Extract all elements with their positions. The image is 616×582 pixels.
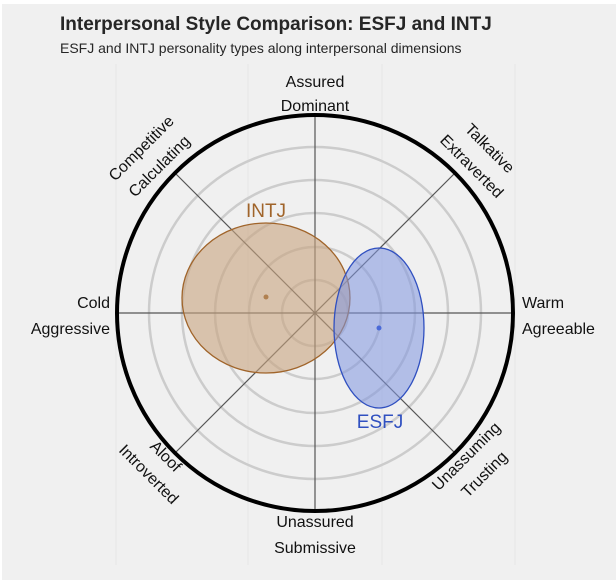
intj-label: INTJ (246, 201, 286, 222)
label-cold: Cold (77, 295, 110, 312)
label-assured: Assured (286, 74, 345, 91)
chart-title: Interpersonal Style Comparison: ESFJ and… (60, 14, 492, 35)
label-dominant: Dominant (281, 98, 350, 115)
esfj-label: ESFJ (357, 412, 403, 433)
esfj-ellipse (333, 247, 425, 409)
label-unassured: Unassured (276, 514, 353, 531)
intj-ellipse (181, 222, 351, 374)
outer-circle (115, 113, 515, 513)
label-warm: Warm (522, 295, 564, 312)
chart-subtitle: ESFJ and INTJ personality types along in… (60, 40, 462, 56)
label-submissive: Submissive (274, 540, 356, 557)
label-aggressive: Aggressive (31, 321, 110, 338)
label-agreeable: Agreeable (522, 321, 595, 338)
